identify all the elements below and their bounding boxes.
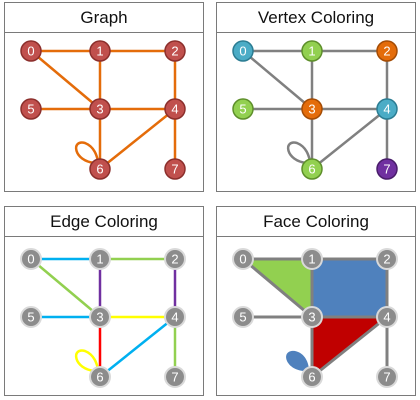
graph-panel: Graph 0 1 2 3 4 5 6 7: [4, 2, 204, 192]
vertex-2: 2: [164, 248, 186, 270]
vertex-7: 7: [376, 366, 398, 388]
graph-edges: [30, 49, 177, 170]
vertex-3: 3: [301, 306, 323, 328]
svg-text:3: 3: [308, 310, 315, 325]
svg-text:1: 1: [96, 252, 103, 267]
svg-text:4: 4: [383, 102, 390, 117]
panel-title-graph: Graph: [5, 3, 203, 33]
vertex-1: 1: [89, 40, 111, 62]
vertex-0: 0: [232, 40, 254, 62]
face-coloring-canvas: 0 1 2 3 4 5 6 7: [232, 248, 398, 388]
vertex-5: 5: [20, 306, 42, 328]
graph-vertices: 0 1 2 3 4 5 6 7: [20, 40, 186, 180]
vertex-4: 4: [376, 98, 398, 120]
vertex-4: 4: [164, 306, 186, 328]
vertex-0: 0: [232, 248, 254, 270]
edge-coloring-vertices: 0 1 2 3 4 5 6 7: [20, 248, 186, 388]
vertex-3: 3: [89, 306, 111, 328]
edge-0-3: [242, 257, 313, 319]
svg-text:5: 5: [27, 102, 34, 117]
svg-text:5: 5: [27, 310, 34, 325]
vertex-6: 6: [89, 366, 111, 388]
vertex-0: 0: [20, 40, 42, 62]
panel-title-vertex-coloring: Vertex Coloring: [217, 3, 415, 33]
edge-0-3: [242, 50, 313, 110]
svg-text:4: 4: [171, 102, 178, 117]
vertex-4: 4: [376, 306, 398, 328]
svg-text:1: 1: [96, 44, 103, 59]
panel-title-face-coloring: Face Coloring: [217, 207, 415, 237]
svg-text:3: 3: [96, 310, 103, 325]
vertex-6: 6: [301, 366, 323, 388]
vertex-5: 5: [20, 98, 42, 120]
svg-text:4: 4: [171, 310, 178, 325]
edge-6-loop: [74, 349, 100, 373]
svg-text:7: 7: [383, 162, 390, 177]
svg-text:1: 1: [308, 44, 315, 59]
svg-text:6: 6: [96, 370, 103, 385]
svg-text:3: 3: [96, 102, 103, 117]
face-coloring-vertices: 0 1 2 3 4 5 6 7: [232, 248, 398, 388]
svg-text:2: 2: [171, 44, 178, 59]
svg-text:7: 7: [171, 370, 178, 385]
vertex-2: 2: [376, 40, 398, 62]
edge-0-3: [30, 258, 101, 318]
svg-text:2: 2: [383, 252, 390, 267]
vertex-7: 7: [164, 366, 186, 388]
svg-text:3: 3: [308, 102, 315, 117]
vertex-5: 5: [232, 306, 254, 328]
face-blue: [312, 259, 387, 317]
vertex-4: 4: [164, 98, 186, 120]
svg-text:6: 6: [308, 162, 315, 177]
svg-text:0: 0: [239, 44, 246, 59]
svg-text:0: 0: [27, 44, 34, 59]
svg-text:7: 7: [171, 162, 178, 177]
svg-text:0: 0: [239, 252, 246, 267]
svg-text:6: 6: [96, 162, 103, 177]
svg-text:2: 2: [171, 252, 178, 267]
svg-text:2: 2: [383, 44, 390, 59]
vertex-coloring-panel: Vertex Coloring 0 1 2 3 4 5 6 7: [216, 2, 416, 192]
face-loop-blue: [286, 350, 309, 372]
vertex-7: 7: [164, 158, 186, 180]
edge-6-loop: [286, 141, 312, 165]
edge-coloring-panel: Edge Coloring 0 1 2 3 4 5 6 7: [4, 206, 204, 396]
edge-0-3: [30, 50, 101, 110]
edge-coloring-canvas: 0 1 2 3 4 5 6 7: [20, 248, 186, 388]
vertex-2: 2: [376, 248, 398, 270]
edge-6-loop: [74, 141, 100, 165]
svg-text:1: 1: [308, 252, 315, 267]
svg-text:5: 5: [239, 102, 246, 117]
edge-4-6: [311, 315, 388, 379]
svg-text:6: 6: [308, 370, 315, 385]
vertex-1: 1: [301, 248, 323, 270]
graph-canvas: 0 1 2 3 4 5 6 7: [20, 40, 186, 180]
svg-text:7: 7: [383, 370, 390, 385]
edge-4-6: [311, 108, 388, 170]
vertex-0: 0: [20, 248, 42, 270]
vertex-3: 3: [89, 98, 111, 120]
svg-text:0: 0: [27, 252, 34, 267]
vertex-coloring-vertices: 0 1 2 3 4 5 6 7: [232, 40, 398, 180]
vertex-5: 5: [232, 98, 254, 120]
edge-4-6: [99, 108, 176, 170]
panel-title-edge-coloring: Edge Coloring: [5, 207, 203, 237]
svg-text:4: 4: [383, 310, 390, 325]
svg-text:5: 5: [239, 310, 246, 325]
vertex-6: 6: [301, 158, 323, 180]
edge-4-6: [99, 316, 176, 378]
vertex-1: 1: [301, 40, 323, 62]
vertex-1: 1: [89, 248, 111, 270]
vertex-2: 2: [164, 40, 186, 62]
face-coloring-panel: Face Coloring 0 1 2 3 4 5 6: [216, 206, 416, 396]
vertex-3: 3: [301, 98, 323, 120]
vertex-6: 6: [89, 158, 111, 180]
vertex-7: 7: [376, 158, 398, 180]
vertex-coloring-canvas: 0 1 2 3 4 5 6 7: [232, 40, 398, 180]
